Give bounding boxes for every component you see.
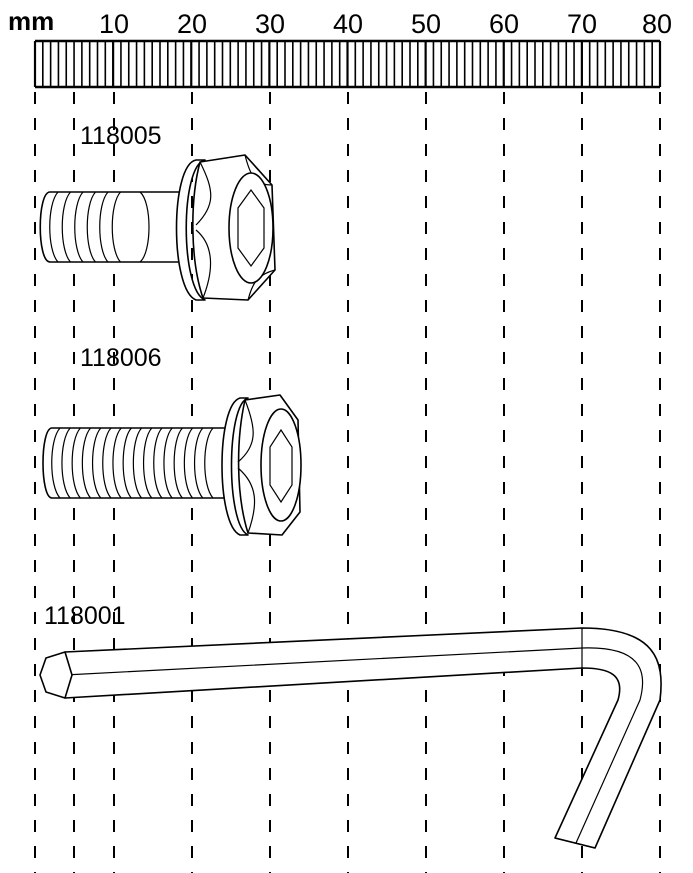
thread-crest [143,427,153,499]
flange-bolt-long [39,154,276,301]
thread-crest [86,191,96,263]
hex-key [39,627,662,849]
part-label-118001: 118001 [44,602,126,630]
thread-crest [111,191,121,263]
thread-crest [122,427,132,499]
ruler-label-30: 30 [255,9,285,39]
ruler-label-20: 20 [177,9,207,39]
thread-crest [61,191,71,263]
thread-crest [99,191,109,263]
thread-crest [92,427,102,499]
thread-crest [204,427,214,499]
thread-crest [81,427,92,499]
thread-crest [183,427,194,499]
ruler: mm 10 20 30 40 50 60 70 80 [8,6,672,89]
ruler-label-80: 80 [642,9,672,39]
thread-crest [153,427,163,499]
thread-crest [194,427,204,499]
ruler-label-10: 10 [99,9,129,39]
thread-crest [102,427,112,499]
thread-crest [61,427,71,499]
ruler-label-60: 60 [489,9,519,39]
thread-crest [51,427,61,499]
thread-crest [112,427,122,499]
thread-crest [173,427,183,499]
ruler-ticks [33,41,662,87]
ruler-label-40: 40 [333,9,363,39]
ruler-label-50: 50 [411,9,441,39]
thread-crest [132,427,143,499]
thread-crest [163,427,173,499]
thread-crest [71,427,81,499]
flange-bolt-short [42,394,302,536]
part-label-118005: 118005 [80,122,162,150]
ruler-label-70: 70 [567,9,597,39]
thread-crest [74,191,84,263]
part-label-118006: 118006 [80,344,162,372]
ruler-unit-label: mm [8,6,54,36]
thread-crest [49,191,59,263]
